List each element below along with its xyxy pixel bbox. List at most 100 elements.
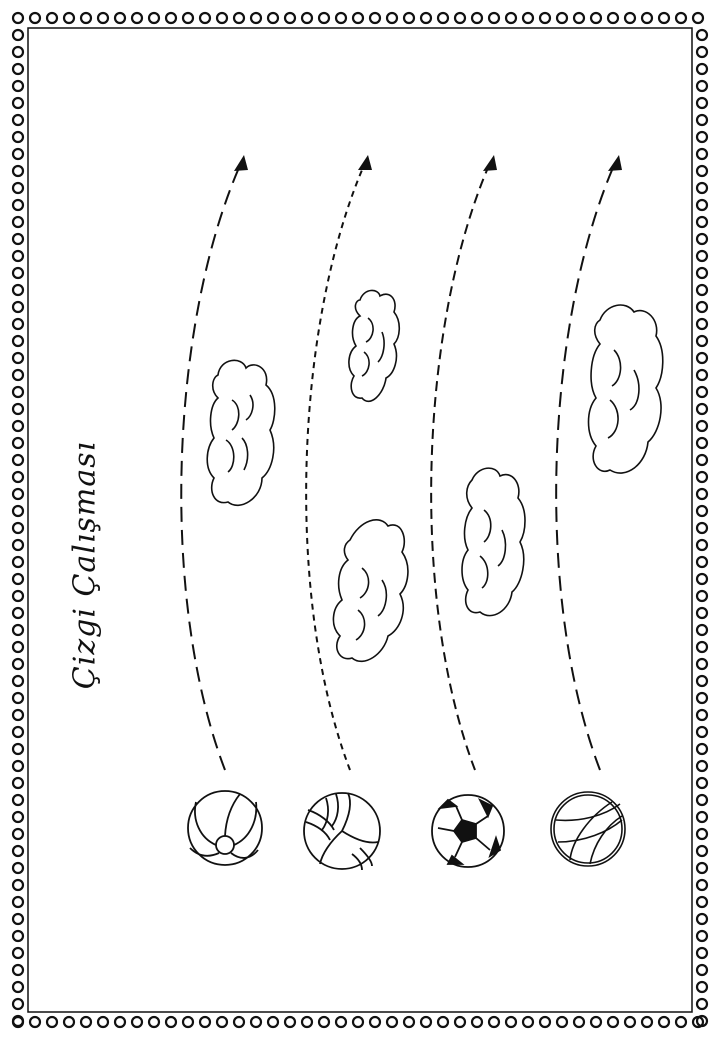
border-ring xyxy=(11,62,25,76)
border-ring xyxy=(11,164,25,178)
border-ring xyxy=(695,946,709,960)
border-ring xyxy=(695,504,709,518)
border-ring xyxy=(11,198,25,212)
border-ring xyxy=(11,878,25,892)
border-ring xyxy=(555,11,569,25)
border-ring xyxy=(640,1015,654,1029)
tracing-path-2[interactable] xyxy=(305,169,363,771)
border-ring xyxy=(695,402,709,416)
border-ring xyxy=(198,1015,212,1029)
border-ring xyxy=(695,963,709,977)
border-ring xyxy=(351,1015,365,1029)
border-ring xyxy=(695,980,709,994)
tracing-path-4[interactable] xyxy=(555,169,613,771)
scalloped-border xyxy=(11,11,709,1029)
border-ring xyxy=(504,1015,518,1029)
border-ring xyxy=(113,1015,127,1029)
border-ring xyxy=(130,11,144,25)
border-ring xyxy=(11,419,25,433)
border-ring xyxy=(695,878,709,892)
border-ring xyxy=(334,11,348,25)
border-ring xyxy=(215,11,229,25)
border-ring xyxy=(538,11,552,25)
border-ring xyxy=(695,997,709,1011)
border-ring xyxy=(11,708,25,722)
border-ring xyxy=(589,11,603,25)
border-ring xyxy=(695,776,709,790)
border-ring xyxy=(11,555,25,569)
border-ring xyxy=(11,79,25,93)
border-ring xyxy=(695,555,709,569)
border-ring xyxy=(521,1015,535,1029)
border-ring xyxy=(79,1015,93,1029)
border-ring xyxy=(695,691,709,705)
border-ring xyxy=(623,1015,637,1029)
basketball-icon[interactable] xyxy=(550,791,626,867)
border-ring xyxy=(385,11,399,25)
border-ring xyxy=(504,11,518,25)
border-ring xyxy=(695,674,709,688)
border-ring xyxy=(11,249,25,263)
border-ring xyxy=(11,657,25,671)
tracing-path-1[interactable] xyxy=(180,169,239,771)
border-ring xyxy=(695,266,709,280)
border-ring xyxy=(11,759,25,773)
border-ring xyxy=(11,504,25,518)
border-ring xyxy=(695,929,709,943)
border-ring xyxy=(11,606,25,620)
tracing-path-3[interactable] xyxy=(430,169,488,771)
border-ring xyxy=(674,1015,688,1029)
border-ring xyxy=(11,793,25,807)
border-ring xyxy=(11,334,25,348)
border-ring xyxy=(606,1015,620,1029)
border-ring xyxy=(11,402,25,416)
border-ring xyxy=(351,11,365,25)
cloud-icon xyxy=(332,519,409,663)
border-ring xyxy=(11,266,25,280)
border-ring xyxy=(695,606,709,620)
border-ring xyxy=(695,62,709,76)
border-ring xyxy=(283,1015,297,1029)
arrow-up-icon xyxy=(358,155,372,170)
border-ring xyxy=(368,1015,382,1029)
border-ring xyxy=(695,861,709,875)
border-ring xyxy=(368,11,382,25)
border-ring xyxy=(695,810,709,824)
border-ring xyxy=(538,1015,552,1029)
border-ring xyxy=(385,1015,399,1029)
clouds xyxy=(206,289,664,663)
border-ring xyxy=(113,11,127,25)
cloud-icon xyxy=(587,304,664,474)
border-ring xyxy=(266,11,280,25)
soccer-ball-icon[interactable] xyxy=(431,794,505,868)
beach-ball-icon[interactable] xyxy=(187,790,263,866)
border-ring xyxy=(695,436,709,450)
border-ring xyxy=(487,11,501,25)
border-ring xyxy=(695,215,709,229)
border-ring xyxy=(232,11,246,25)
border-ring xyxy=(695,589,709,603)
border-ring xyxy=(695,28,709,42)
border-ring xyxy=(695,385,709,399)
border-ring xyxy=(453,11,467,25)
border-ring xyxy=(419,1015,433,1029)
border-ring xyxy=(695,130,709,144)
border-ring xyxy=(695,453,709,467)
border-ring xyxy=(695,895,709,909)
cloud-icon xyxy=(461,467,526,617)
volleyball-icon[interactable] xyxy=(303,792,381,871)
border-ring xyxy=(695,334,709,348)
border-ring xyxy=(695,368,709,382)
border-ring xyxy=(11,844,25,858)
border-ring xyxy=(11,436,25,450)
border-ring xyxy=(11,861,25,875)
arrow-up-icon xyxy=(608,155,622,171)
border-ring xyxy=(695,844,709,858)
border-ring xyxy=(45,11,59,25)
border-ring xyxy=(11,810,25,824)
border-ring xyxy=(11,674,25,688)
border-ring xyxy=(11,300,25,314)
border-ring xyxy=(695,147,709,161)
border-ring xyxy=(695,164,709,178)
border-ring xyxy=(300,1015,314,1029)
